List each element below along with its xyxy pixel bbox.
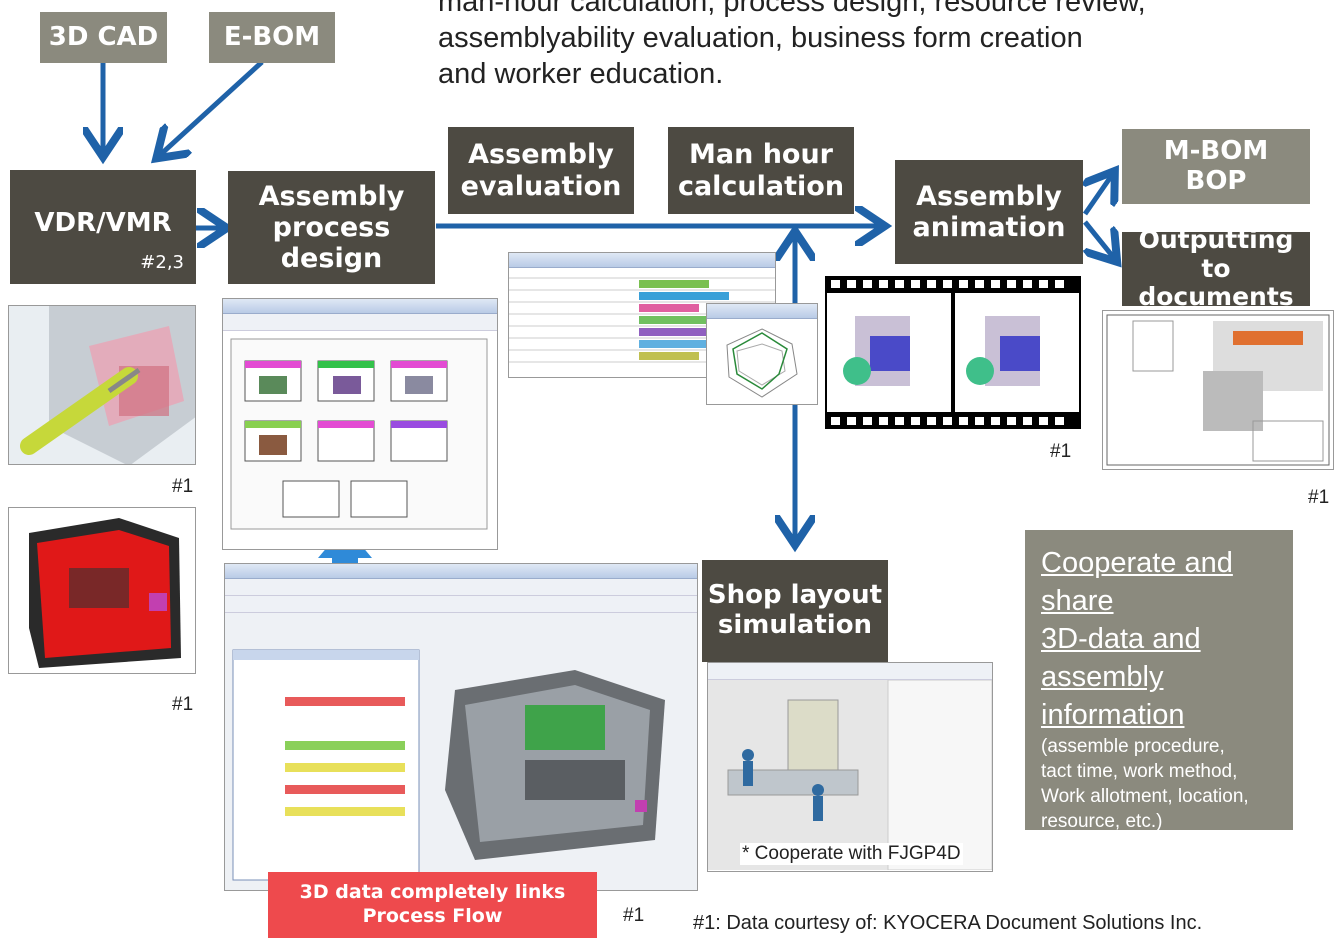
box-design-line1: Assembly [258,180,405,212]
box-anim-line1: Assembly [916,180,1062,212]
radar-chart-titlebar [707,304,817,319]
note-1-cad: #1 [172,476,194,497]
document-drawing-image [1102,310,1334,470]
cooperate-fjgp4d-note: * Cooperate with FJGP4D [740,843,963,865]
cad-model-image [8,305,196,465]
assembly-app-toolbar-1 [225,579,697,596]
arrow-to-mbom [1085,175,1112,216]
box-eval-line2: evaluation [460,170,622,202]
cooperate-info-box: Cooperate and share 3D-data and assembly… [1025,530,1293,832]
shop-layout-toolbar [708,663,992,680]
data-links-banner: 3D data completely links Process Flow [268,872,597,938]
box-3d-cad-label: 3D CAD [48,21,159,52]
arrow-ebom-to-vdr [160,60,264,155]
process-diagram-toolbar [223,314,497,331]
box-eval-line1: Assembly [468,139,614,171]
data-links-line1: 3D data completely links [299,881,566,904]
radar-chart-window [706,303,818,405]
arrow-to-outputting [1085,220,1114,258]
box-assembly-process-design: Assembly process design [228,171,435,284]
box-e-bom-label: E-BOM [223,21,321,52]
note-2-printer: #1 [172,694,194,715]
process-diagram-canvas [230,338,488,530]
box-mbom-line1: M-BOM [1163,135,1269,166]
description-line-3: and worker education. [438,58,724,90]
note-3-animation: #1 [1050,441,1072,462]
box-vdr-vmr: VDR/VMR #2,3 [10,170,196,284]
assembly-app-titlebar [225,564,697,579]
box-shop-line2: simulation [717,610,873,640]
assembly-app-toolbar-2 [225,596,697,613]
box-mbom-line2: BOP [1185,165,1247,196]
box-assembly-evaluation: Assembly evaluation [448,127,634,214]
radar-chart-drawing [726,328,798,398]
assembly-app-canvas [232,649,665,881]
filmstrip-drawing [827,280,1079,425]
box-assembly-animation: Assembly animation [895,160,1083,264]
assembly-app-window [224,563,698,891]
box-design-line2: process design [272,211,391,275]
box-manhour-line2: calculation [677,170,845,202]
shop-layout-canvas [708,679,992,871]
description-text: man-hour calculation, process design, re… [438,0,1146,92]
box-m-bom-bop: M-BOM BOP [1122,129,1310,204]
description-line-1: man-hour calculation, process design, re… [438,0,1146,18]
manhour-table-titlebar [509,253,775,268]
description-line-2: assemblyability evaluation, business for… [438,22,1083,54]
note-4-document: #1 [1308,487,1330,508]
box-vdr-vmr-label: VDR/VMR [34,208,172,239]
box-output-line2: documents [1138,282,1294,312]
box-shop-line1: Shop layout [707,580,883,611]
printer-model-drawing [29,518,181,668]
footnote: #1: Data courtesy of: KYOCERA Document S… [693,912,1203,934]
box-3d-cad: 3D CAD [40,12,167,63]
cad-model-drawing [20,306,195,464]
cooperate-details: (assemble procedure, tact time, work met… [1041,736,1249,832]
data-links-line2: Process Flow [362,905,503,927]
box-outputting-to-documents: Outputting to documents [1122,225,1310,311]
cooperate-heading: Cooperate and share 3D-data and assembly… [1041,547,1233,731]
process-diagram-titlebar [223,299,497,314]
process-diagram-window [222,298,498,550]
box-man-hour-calculation: Man hour calculation [668,127,854,214]
animation-filmstrip [825,276,1081,429]
box-shop-layout-simulation: Shop layout simulation [702,560,888,662]
box-vdr-vmr-note: #2,3 [140,252,184,274]
box-e-bom: E-BOM [209,12,335,63]
box-manhour-line1: Man hour [688,139,834,171]
box-output-line1: Outputting to [1138,224,1294,283]
box-anim-line2: animation [912,212,1066,243]
printer-model-image [8,507,196,674]
document-drawing [1106,314,1330,466]
note-5-bottom: #1 [623,905,645,926]
shop-layout-window: * Cooperate with FJGP4D [707,662,993,872]
